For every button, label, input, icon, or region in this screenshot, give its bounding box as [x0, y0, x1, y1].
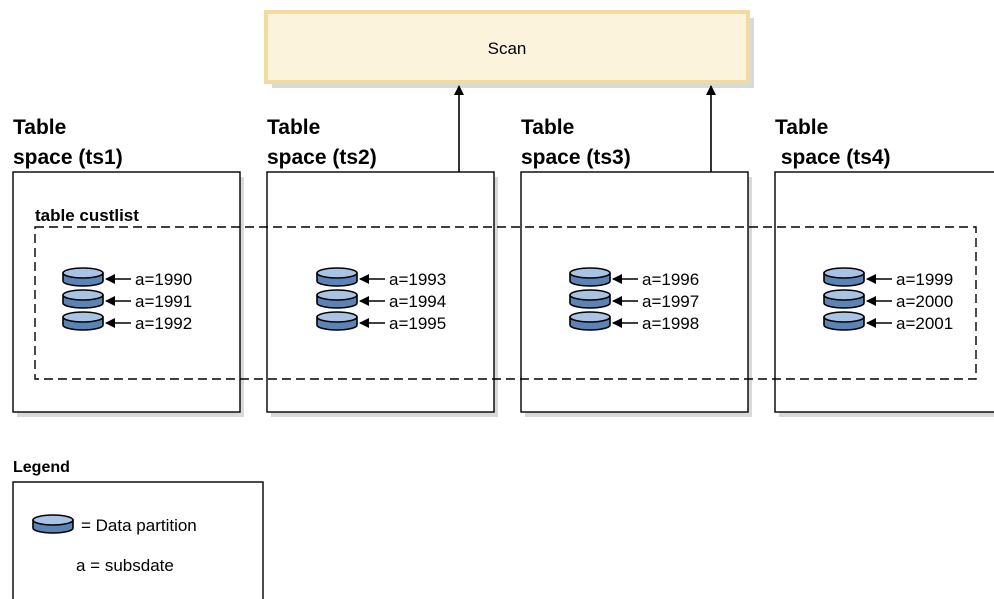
partition-label: a=1993 — [389, 270, 446, 289]
scan-box: Scan — [264, 10, 754, 88]
table-space-title-line1: Table — [775, 116, 828, 139]
partition-label: a=1999 — [896, 270, 953, 289]
table-space-title-line1: Table — [521, 116, 574, 139]
partition-label: a=1992 — [135, 314, 192, 333]
partition-label: a=1994 — [389, 292, 446, 311]
table-label: table custlist — [35, 206, 139, 225]
partition-stack-ts3: a=1996 a=1997 a=1998 — [569, 267, 699, 333]
data-partition-icon — [62, 311, 104, 331]
data-partition-icon — [823, 289, 865, 309]
partition-label: a=1997 — [642, 292, 699, 311]
data-partition-icon — [316, 267, 358, 287]
partition-label: a=1995 — [389, 314, 446, 333]
partition-stack-ts1: a=1990 a=1991 a=1992 — [62, 267, 192, 333]
data-partition-icon — [62, 267, 104, 287]
data-partition-icon — [823, 267, 865, 287]
data-partition-icon — [316, 311, 358, 331]
table-space-title-line2: space (ts1) — [13, 146, 123, 169]
data-partition-icon — [823, 311, 865, 331]
partition-label: a=1996 — [642, 270, 699, 289]
table-space-title-line1: Table — [267, 116, 320, 139]
partition-label: a=1990 — [135, 270, 192, 289]
legend-partition-label: = Data partition — [81, 516, 197, 535]
partition-label: a=1991 — [135, 292, 192, 311]
table-space-ts2: Table space (ts2) — [266, 116, 498, 417]
data-partition-icon — [62, 289, 104, 309]
data-partition-icon — [569, 289, 611, 309]
table-space-title-line2: space (ts2) — [267, 146, 377, 169]
table-custlist-boundary — [34, 226, 977, 380]
data-partition-icon — [569, 311, 611, 331]
table-space-title-line1: Table — [13, 116, 66, 139]
partition-stack-ts4: a=1999 a=2000 a=2001 — [823, 267, 953, 333]
data-partition-icon — [569, 267, 611, 287]
legend-key-label: a = subsdate — [76, 556, 174, 575]
partition-stack-ts2: a=1993 a=1994 a=1995 — [316, 267, 446, 333]
table-space-title-line2: space (ts3) — [521, 146, 631, 169]
table-space-ts4: Table space (ts4) — [774, 116, 994, 417]
partition-label: a=2000 — [896, 292, 953, 311]
table-space-title-line2: space (ts4) — [775, 146, 891, 169]
data-partition-icon — [316, 289, 358, 309]
legend-title: Legend — [13, 459, 70, 476]
partition-label: a=1998 — [642, 314, 699, 333]
table-space-ts1: Table space (ts1) — [12, 116, 244, 417]
legend: Legend = Data partition a = subsdate — [12, 459, 264, 599]
legend-data-partition-icon — [32, 514, 74, 534]
partition-label: a=2001 — [896, 314, 953, 333]
table-space-ts3: Table space (ts3) — [520, 116, 752, 417]
scan-label: Scan — [488, 39, 527, 58]
